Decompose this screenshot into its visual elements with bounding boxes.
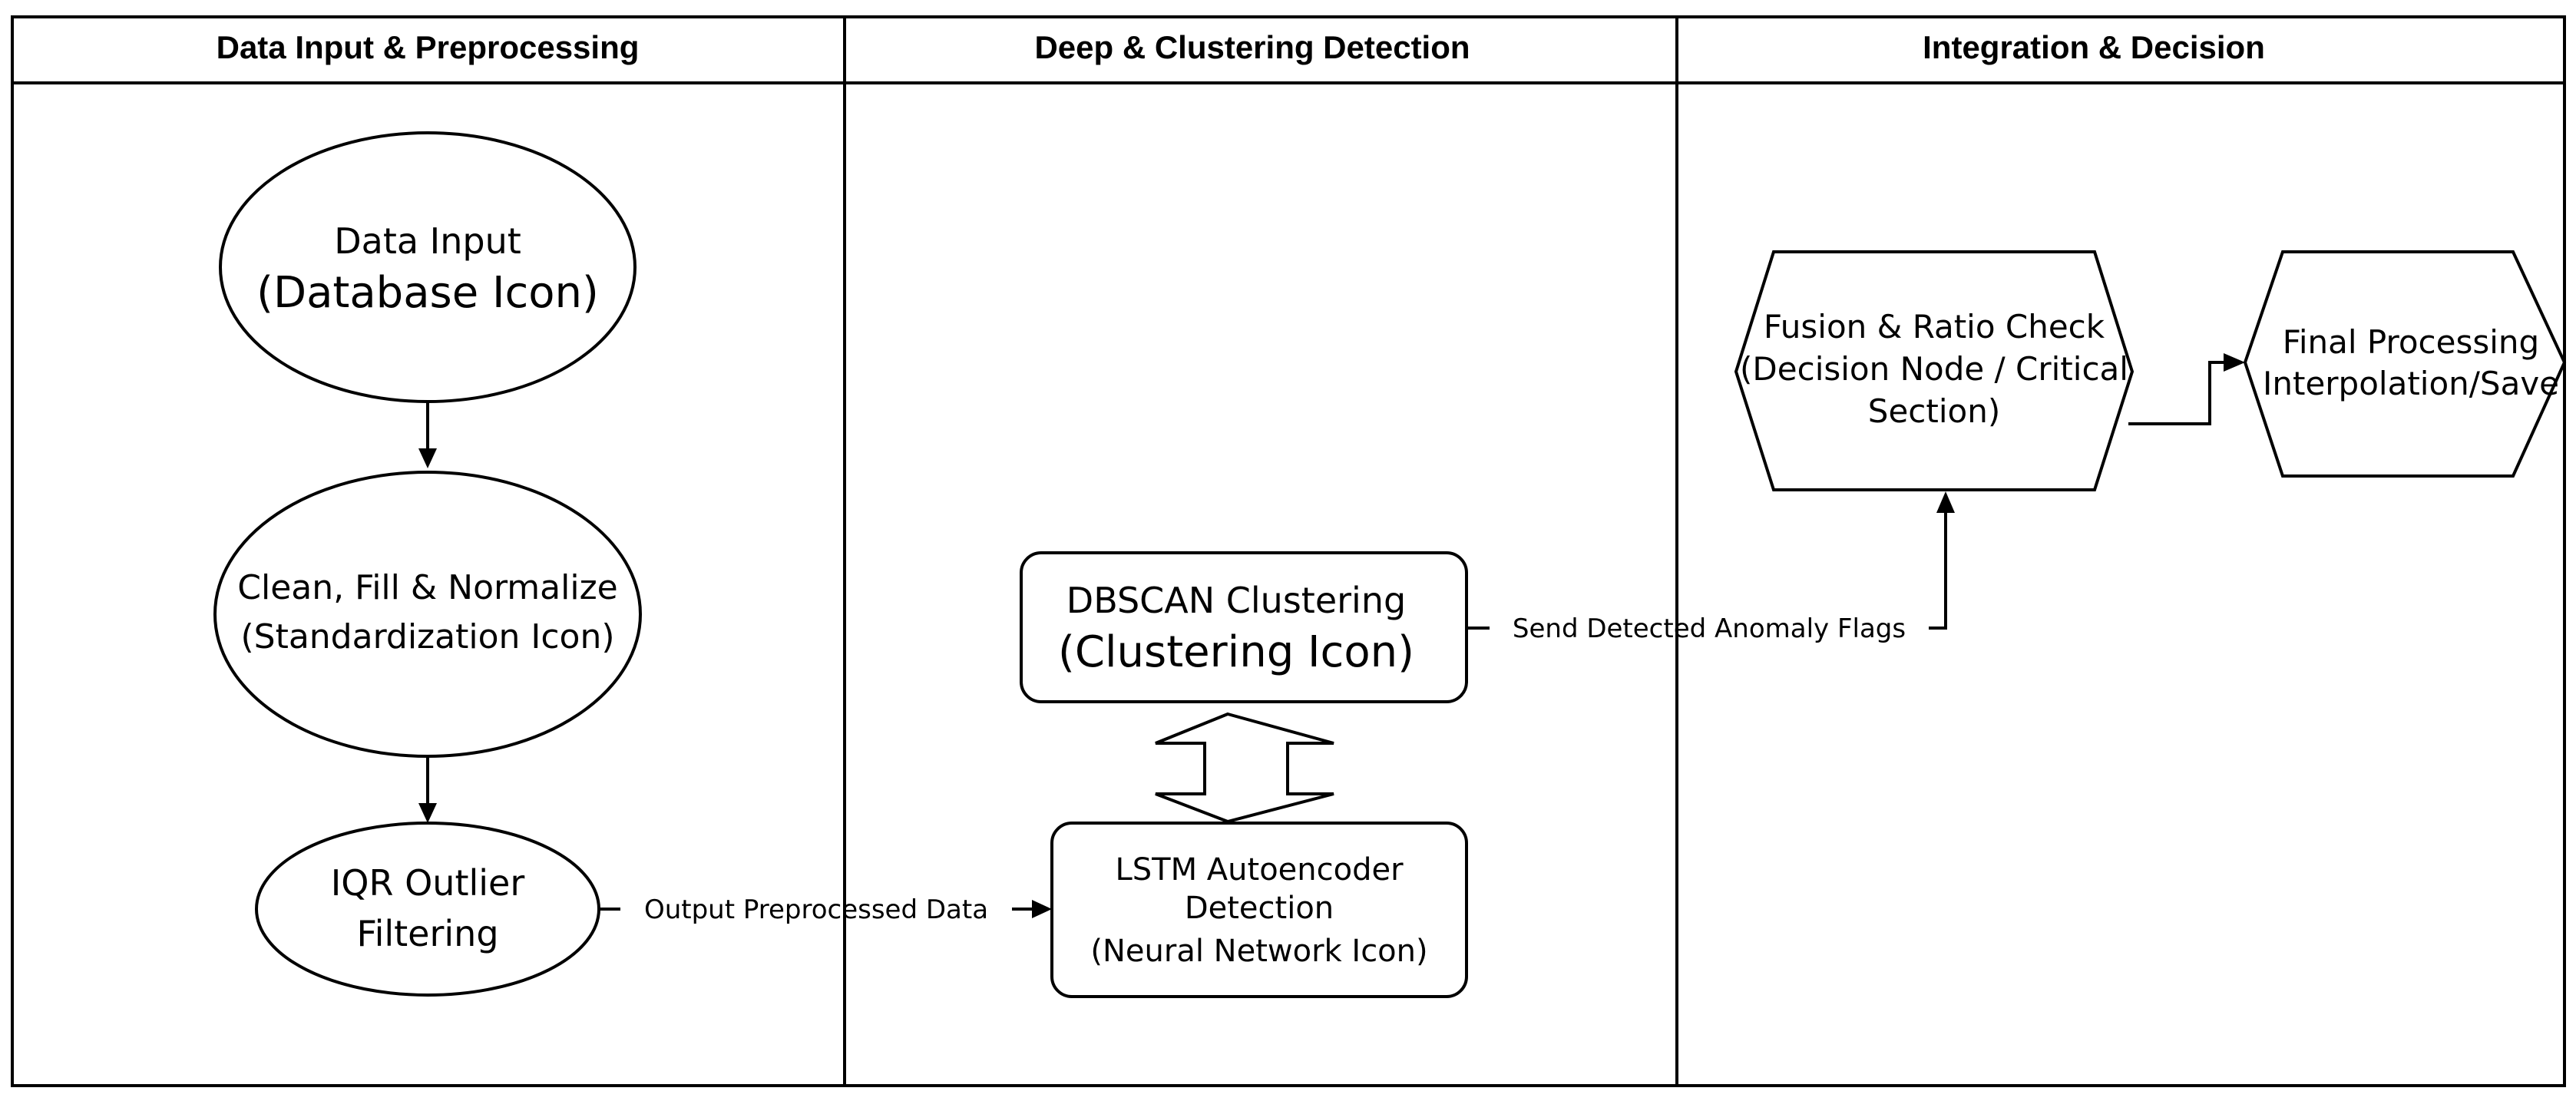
edge-input-to-clean	[418, 402, 437, 468]
fusion-ratio-check-node: Fusion & Ratio Check (Decision Node / Cr…	[1734, 250, 2135, 491]
final-sublabel: Interpolation/Save	[2263, 365, 2559, 402]
final-processing-node: Final Processing Interpolation/Save	[2243, 250, 2567, 478]
clean-fill-normalize-node: Clean, Fill & Normalize (Standardization…	[213, 471, 642, 758]
edge-fusion-to-final	[2128, 353, 2245, 425]
lstm-autoencoder-node: LSTM Autoencoder Detection (Neural Netwo…	[1050, 822, 1468, 998]
final-label: Final Processing	[2283, 323, 2539, 361]
iqr-filtering-node: IQR Outlier Filtering	[255, 822, 600, 997]
lstm-sublabel: Detection	[1185, 891, 1334, 926]
lane-title-integration: Integration & Decision	[1923, 29, 2265, 65]
edge-label-output-preprocessed: Output Preprocessed Data	[644, 894, 988, 925]
data-input-label: Data Input	[334, 220, 521, 262]
clean-label: Clean, Fill & Normalize	[237, 568, 618, 607]
dbscan-clustering-node: DBSCAN Clustering (Clustering Icon)	[1020, 551, 1468, 703]
lstm-icon-label: (Neural Network Icon)	[1090, 934, 1427, 969]
iqr-sublabel: Filtering	[356, 913, 498, 954]
clean-sublabel: (Standardization Icon)	[240, 617, 614, 656]
edge-clean-to-iqr	[418, 756, 437, 823]
lane-title-preprocessing: Data Input & Preprocessing	[217, 29, 640, 65]
fusion-sublabel: (Decision Node / Critical	[1740, 350, 2128, 388]
edge-iqr-to-lstm: Output Preprocessed Data	[599, 894, 1052, 925]
iqr-label: IQR Outlier	[331, 862, 525, 904]
lane-title-detection: Deep & Clustering Detection	[1034, 29, 1470, 65]
dbscan-label: DBSCAN Clustering	[1066, 580, 1406, 621]
fusion-sublabel-2: Section)	[1868, 392, 2000, 430]
edge-label-send-flags: Send Detected Anomaly Flags	[1513, 613, 1906, 644]
data-input-sublabel: (Database Icon)	[256, 268, 599, 318]
lstm-label: LSTM Autoencoder	[1115, 852, 1404, 888]
edge-dbscan-to-fusion: Send Detected Anomaly Flags	[1467, 491, 1955, 644]
data-input-node: Data Input (Database Icon)	[219, 131, 637, 403]
dbscan-sublabel: (Clustering Icon)	[1058, 627, 1414, 677]
fusion-label: Fusion & Ratio Check	[1764, 308, 2105, 346]
bidirectional-block-arrow	[1155, 712, 1334, 824]
